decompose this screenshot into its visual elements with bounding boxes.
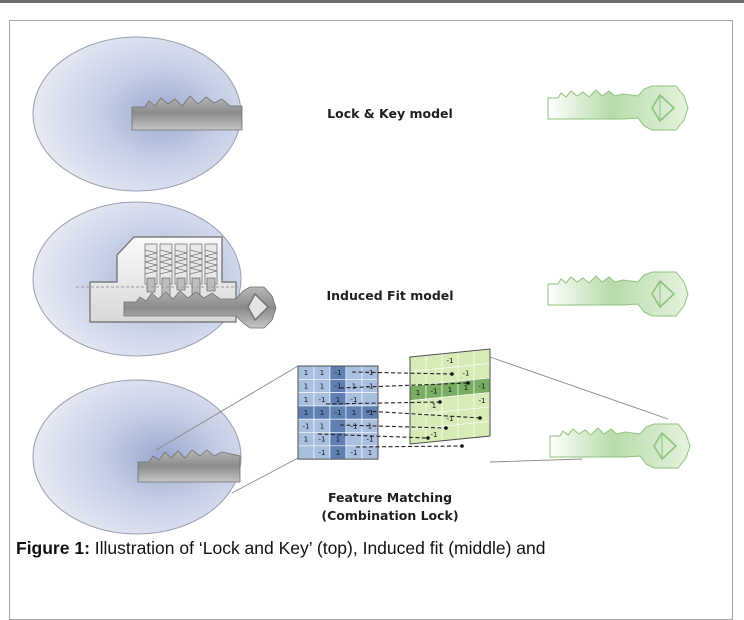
- matrix-left-value: -1: [335, 369, 342, 377]
- matrix-right-cell: [441, 424, 459, 442]
- matrix-right-value: -1: [431, 387, 438, 395]
- matrix-right-cell: [473, 421, 491, 438]
- matrix-left-cell: [329, 418, 347, 433]
- matrix-left-value: -1: [367, 382, 374, 390]
- matrix-right-cell: [425, 367, 443, 385]
- matrix-right-value: 1: [464, 384, 468, 392]
- projection-lines: [155, 356, 669, 494]
- matrix-right-cell: [473, 348, 491, 366]
- matrix-left-cell: [297, 445, 315, 460]
- matrix-right-value: -1: [463, 370, 470, 378]
- matrix-left-value: 1: [352, 409, 356, 417]
- ghost-key-1: [547, 85, 689, 131]
- ghost-key-3: [549, 423, 691, 469]
- matrix-right-cell: [457, 350, 475, 368]
- matrix-right-cell: [441, 366, 459, 384]
- correspondence-dots: [426, 372, 482, 448]
- feature-matching-key: [137, 449, 241, 483]
- matrix-left-value: -1: [367, 409, 374, 417]
- matrix-left-value: -1: [319, 436, 326, 444]
- matrix-right-value: 1: [432, 402, 436, 410]
- matrix-right-cell: [409, 355, 427, 372]
- matrix-left-value: 1: [304, 436, 308, 444]
- matrix-right-value: 1: [448, 386, 452, 394]
- matrix-right-value: -1: [479, 397, 486, 405]
- caption-text: Illustration of ‘Lock and Key’ (top), In…: [89, 538, 546, 558]
- matrix-left-cell: [345, 432, 363, 447]
- lock-key-key: [131, 95, 243, 131]
- matrix-left-value: -1: [351, 422, 358, 430]
- matrix-right-cell: [441, 395, 459, 413]
- matrix-left-cell: [361, 392, 379, 407]
- matrix-left-value: -1: [335, 409, 342, 417]
- matrix-left-value: -1: [351, 449, 358, 457]
- matrix-right-value: -1: [479, 383, 486, 391]
- matrix-left-value: 1: [320, 369, 324, 377]
- matrix-left-value: -1: [335, 382, 342, 390]
- matrix-right-cell: [473, 363, 491, 380]
- matrix-right-cell: [409, 369, 427, 387]
- matrix-right-cell: [425, 411, 443, 429]
- matrix-left-value: 1: [304, 369, 308, 377]
- matrix-left-value: -1: [367, 369, 374, 377]
- matrix-right-border: [409, 348, 491, 445]
- matrix-left-value: 1: [320, 382, 324, 390]
- label-induced-fit: Induced Fit model: [326, 288, 454, 303]
- matrix-right-cell: [425, 353, 443, 371]
- matrix-left-value: 1: [336, 436, 340, 444]
- matrix-left-value: -1: [367, 436, 374, 444]
- label-lock-key: Lock & Key model: [327, 106, 453, 121]
- matrix-left: 1 1 -1 -1 1 1 -1 1 -1 1 -1 1 -1 1 1 -1 1 -1 -1 1 -1 1 1 -1 1 -1 -1…: [297, 365, 379, 460]
- correspondence-lines: [317, 371, 481, 448]
- matrix-left-value: 1: [368, 449, 372, 457]
- matrix-left-value: -1: [351, 396, 358, 404]
- top-rule: [0, 0, 744, 3]
- label-combination-lock: (Combination Lock): [321, 508, 459, 523]
- induced-fit-key: [123, 286, 277, 329]
- matrix-right-cell: [457, 393, 475, 411]
- matrix-right-value: 1: [416, 389, 420, 397]
- matrix-left-value: 1: [304, 396, 308, 404]
- matrix-right-cell: [473, 406, 491, 424]
- matrix-right: -1 -1 1 -1 1 1 -1 1 -1 -1 -1: [409, 348, 491, 445]
- matrix-left-value: 1: [336, 396, 340, 404]
- caption-prefix: Figure 1:: [16, 538, 90, 558]
- matrix-left-value: 1: [304, 382, 308, 390]
- matrix-left-value: 1: [320, 422, 324, 430]
- matrix-right-cell: [409, 427, 427, 445]
- matrix-left-value: -1: [303, 422, 310, 430]
- matrix-left-value: 1: [304, 409, 308, 417]
- matrix-right-value: -1: [447, 357, 454, 365]
- matrix-left-value: -1: [319, 396, 326, 404]
- matrix-left-value: 1: [336, 449, 340, 457]
- ghost-key-2: [547, 271, 689, 317]
- figure-caption: Figure 1: Illustration of ‘Lock and Key’…: [16, 535, 728, 561]
- label-feature-matching: Feature Matching: [327, 490, 453, 505]
- feature-matching-lock: [32, 379, 242, 535]
- matrix-right-cell: [457, 422, 475, 440]
- matrix-right-value: -1: [431, 431, 438, 439]
- matrix-right-value: -1: [447, 415, 454, 423]
- matrix-left-value: 1: [352, 382, 356, 390]
- matrix-left-value: -1: [319, 449, 326, 457]
- matrix-right-cell: [409, 398, 427, 416]
- matrix-left-border: [297, 365, 379, 460]
- matrix-left-value: 1: [320, 409, 324, 417]
- matrix-left-value: 1: [368, 422, 372, 430]
